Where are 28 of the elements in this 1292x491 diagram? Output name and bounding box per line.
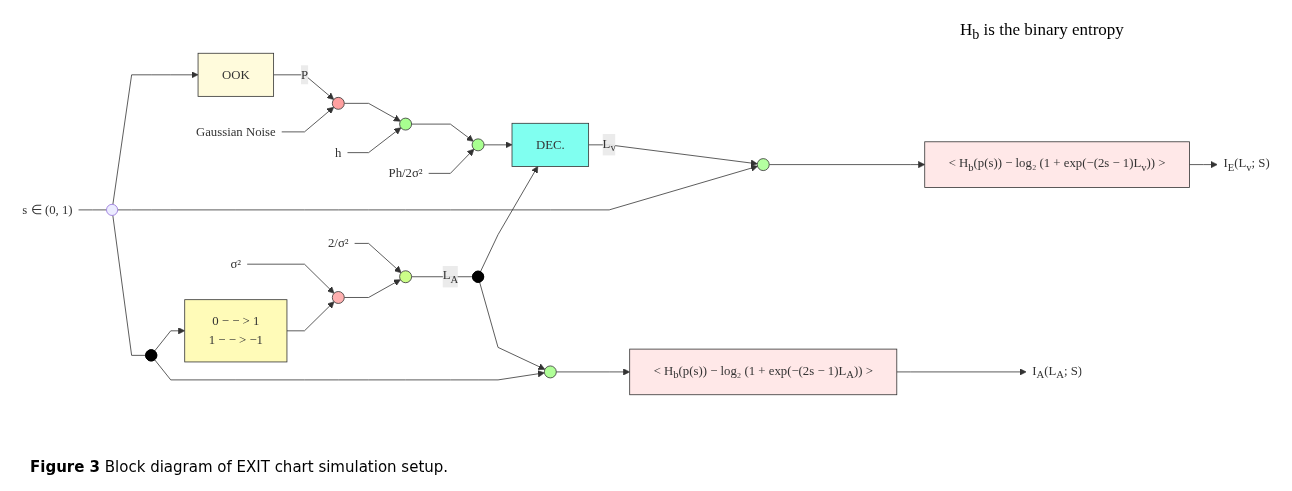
node-text: I$_{E}$(L$_{v}$; S) xyxy=(1223,156,1270,174)
node-circle xyxy=(471,138,485,152)
node-text: Gaussian Noise xyxy=(195,124,276,139)
node-box: < H$_{b}$(p(s)) − log₂ (1 + exp(−(2s − 1)L$_{A}$)) > xyxy=(629,348,898,396)
connector xyxy=(411,276,473,278)
node-text: h xyxy=(335,145,342,160)
node-circle xyxy=(399,270,412,284)
node-text: s ∈ (0, 1) xyxy=(22,202,73,217)
node-circle xyxy=(331,291,345,304)
node-text: 2/σ² xyxy=(327,236,349,250)
figure-caption: Figure 3 Block diagram of EXIT chart simulation setup. xyxy=(30,458,449,476)
edge-label: P xyxy=(300,67,309,82)
node-box: OOK xyxy=(197,52,274,97)
node-text: σ² xyxy=(230,256,242,271)
edge-label: L$_{A}$ xyxy=(442,268,459,286)
node-text: Ph/2σ² xyxy=(388,166,423,180)
edge-label: L$_{v}$ xyxy=(602,136,616,154)
node-box: DEC. xyxy=(511,122,590,167)
node-box: 0 − − > 1 1 − − > −1 xyxy=(184,299,288,363)
note-text: H$_{b}$ is the binary entropy xyxy=(960,20,1125,44)
node-text: I$_{A}$(L$_{A}$; S) xyxy=(1032,363,1082,381)
connector xyxy=(112,215,146,356)
node-circle xyxy=(106,203,119,216)
node-circle xyxy=(543,365,557,379)
node-circle xyxy=(331,96,345,110)
node-circle xyxy=(399,117,412,131)
node-circle xyxy=(756,158,770,171)
node-box: < H$_{b}$(p(s)) − log₂ (1 + exp(−(2s − 1)L$_{v}$)) > xyxy=(924,141,1190,188)
